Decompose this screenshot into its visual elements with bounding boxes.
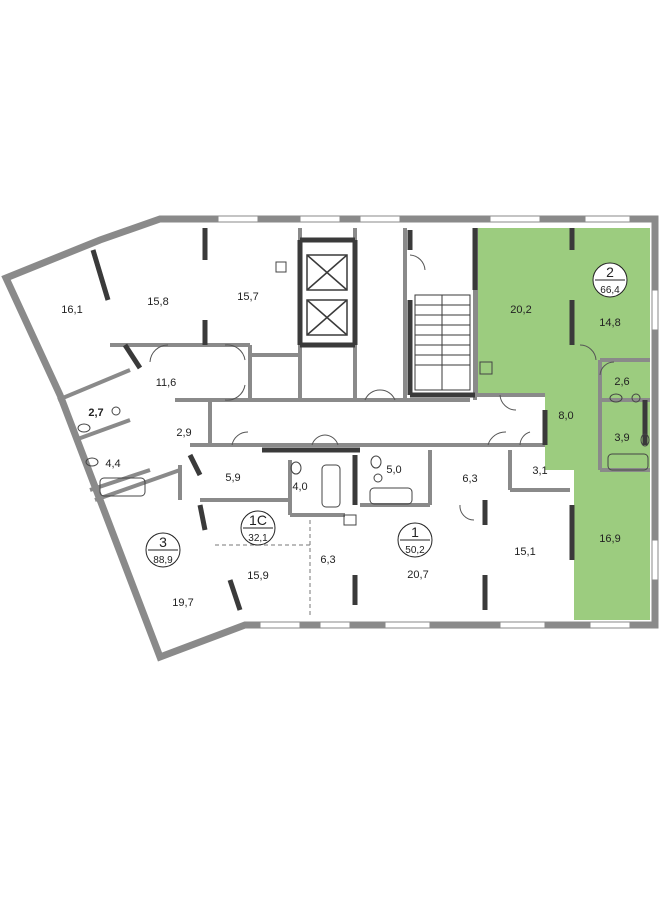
room-area: 20,2 xyxy=(510,304,531,316)
room-area: 15,7 xyxy=(237,291,258,303)
room-labels: 16,1 15,8 15,7 11,6 2,7 4,4 2,9 19,7 5,9… xyxy=(61,291,629,609)
room-area: 6,3 xyxy=(320,554,335,566)
toilet-icon xyxy=(290,461,302,475)
apartment-number: 1 xyxy=(411,524,419,540)
apartment-badge-1[interactable]: 1 50,2 xyxy=(397,522,433,558)
bathtub-icon xyxy=(321,464,341,508)
sink-icon xyxy=(373,473,383,483)
apartment-number: 2 xyxy=(606,264,614,280)
zone-divider xyxy=(215,520,311,615)
room-area: 16,1 xyxy=(61,304,82,316)
room-area: 8,0 xyxy=(558,410,573,422)
toilet-icon xyxy=(640,433,650,447)
sink-icon xyxy=(479,361,493,375)
apartment-area: 88,9 xyxy=(153,555,173,566)
room-area: 2,7 xyxy=(88,407,103,419)
room-area: 20,7 xyxy=(407,569,428,581)
room-area: 3,9 xyxy=(614,432,629,444)
apartment-area: 66,4 xyxy=(600,285,620,296)
room-area: 14,8 xyxy=(599,317,620,329)
doors xyxy=(149,254,615,521)
room-area: 5,0 xyxy=(386,464,401,476)
toilet-icon xyxy=(609,393,623,403)
room-area: 4,0 xyxy=(292,481,307,493)
bathtub-icon xyxy=(607,453,649,471)
room-area: 2,9 xyxy=(176,427,191,439)
room-area: 5,9 xyxy=(225,472,240,484)
room-area: 4,4 xyxy=(105,458,120,470)
room-area: 6,3 xyxy=(462,473,477,485)
toilet-icon xyxy=(370,455,382,469)
bearing-walls xyxy=(90,228,648,611)
outer-walls xyxy=(1,215,659,662)
bath-fixtures xyxy=(77,261,650,526)
room-area: 15,8 xyxy=(147,296,168,308)
apartment-2-highlight[interactable] xyxy=(475,228,650,620)
room-area: 15,9 xyxy=(247,570,268,582)
sink-icon xyxy=(343,514,357,526)
apartment-badge-3[interactable]: 3 88,9 xyxy=(145,532,181,568)
staircase xyxy=(414,294,471,391)
bathtub-icon xyxy=(99,477,146,497)
room-area: 16,9 xyxy=(599,533,620,545)
room-area: 11,6 xyxy=(156,377,177,389)
sink-icon xyxy=(275,261,287,273)
apartment-badge-2[interactable]: 2 66,4 xyxy=(592,262,628,298)
sink-icon xyxy=(111,406,121,416)
room-area: 3,1 xyxy=(532,465,547,477)
toilet-icon xyxy=(85,457,99,467)
sink-icon xyxy=(631,393,641,403)
apartment-badge-1c[interactable]: 1С 32,1 xyxy=(240,510,276,546)
apartment-number: 3 xyxy=(159,534,167,550)
apartment-area: 50,2 xyxy=(405,545,425,556)
room-area: 19,7 xyxy=(172,597,193,609)
apartment-area: 32,1 xyxy=(248,533,268,544)
bathtub-icon xyxy=(369,487,413,505)
elevator-shafts xyxy=(306,254,348,336)
toilet-icon xyxy=(77,423,91,433)
windows xyxy=(217,215,659,629)
room-area: 2,6 xyxy=(614,376,629,388)
room-area: 15,1 xyxy=(514,546,535,558)
apartment-number: 1С xyxy=(249,512,267,528)
